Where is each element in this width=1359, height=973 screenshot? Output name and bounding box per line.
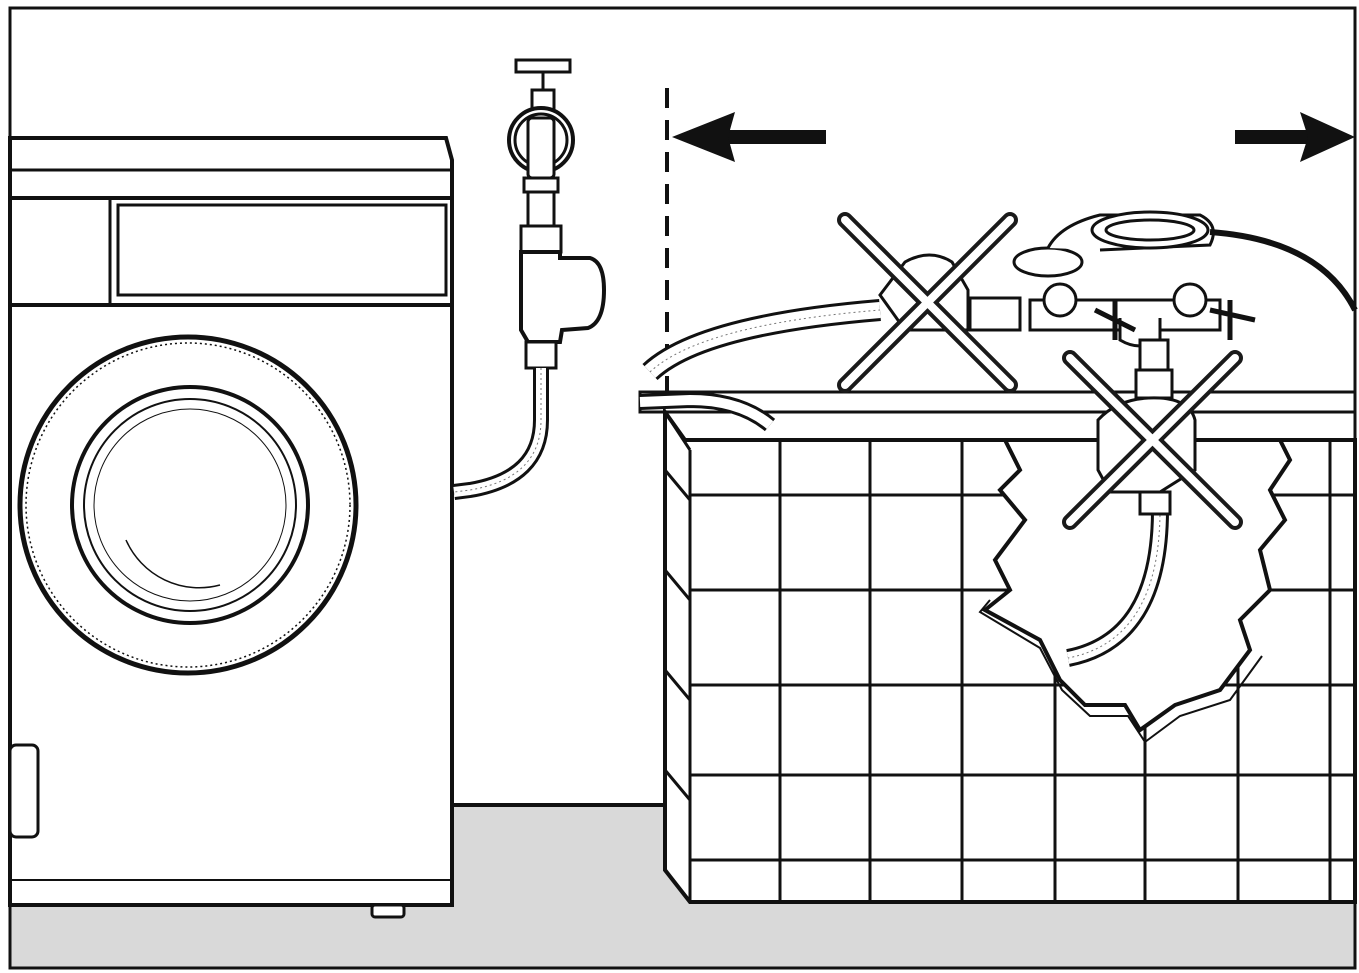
cross-mark-icon — [1062, 350, 1243, 530]
washing-machine — [8, 136, 454, 919]
filter-flap — [8, 743, 40, 839]
tile-joint-side — [663, 669, 692, 701]
cutaway-opening — [981, 438, 1293, 733]
wall-tap — [507, 58, 607, 370]
control-panel-display — [116, 203, 448, 297]
tile-joint-side — [663, 469, 692, 501]
tile-joint-side — [663, 569, 692, 601]
arrow-right-icon — [1235, 112, 1355, 162]
door-glass — [70, 385, 310, 625]
inlet-hose — [453, 368, 549, 500]
tile-joint-side — [663, 769, 692, 801]
arrow-left-icon — [672, 112, 826, 162]
machine-foot — [370, 903, 406, 919]
aquastop-valve — [519, 250, 607, 344]
cross-mark-icon — [837, 212, 1018, 393]
